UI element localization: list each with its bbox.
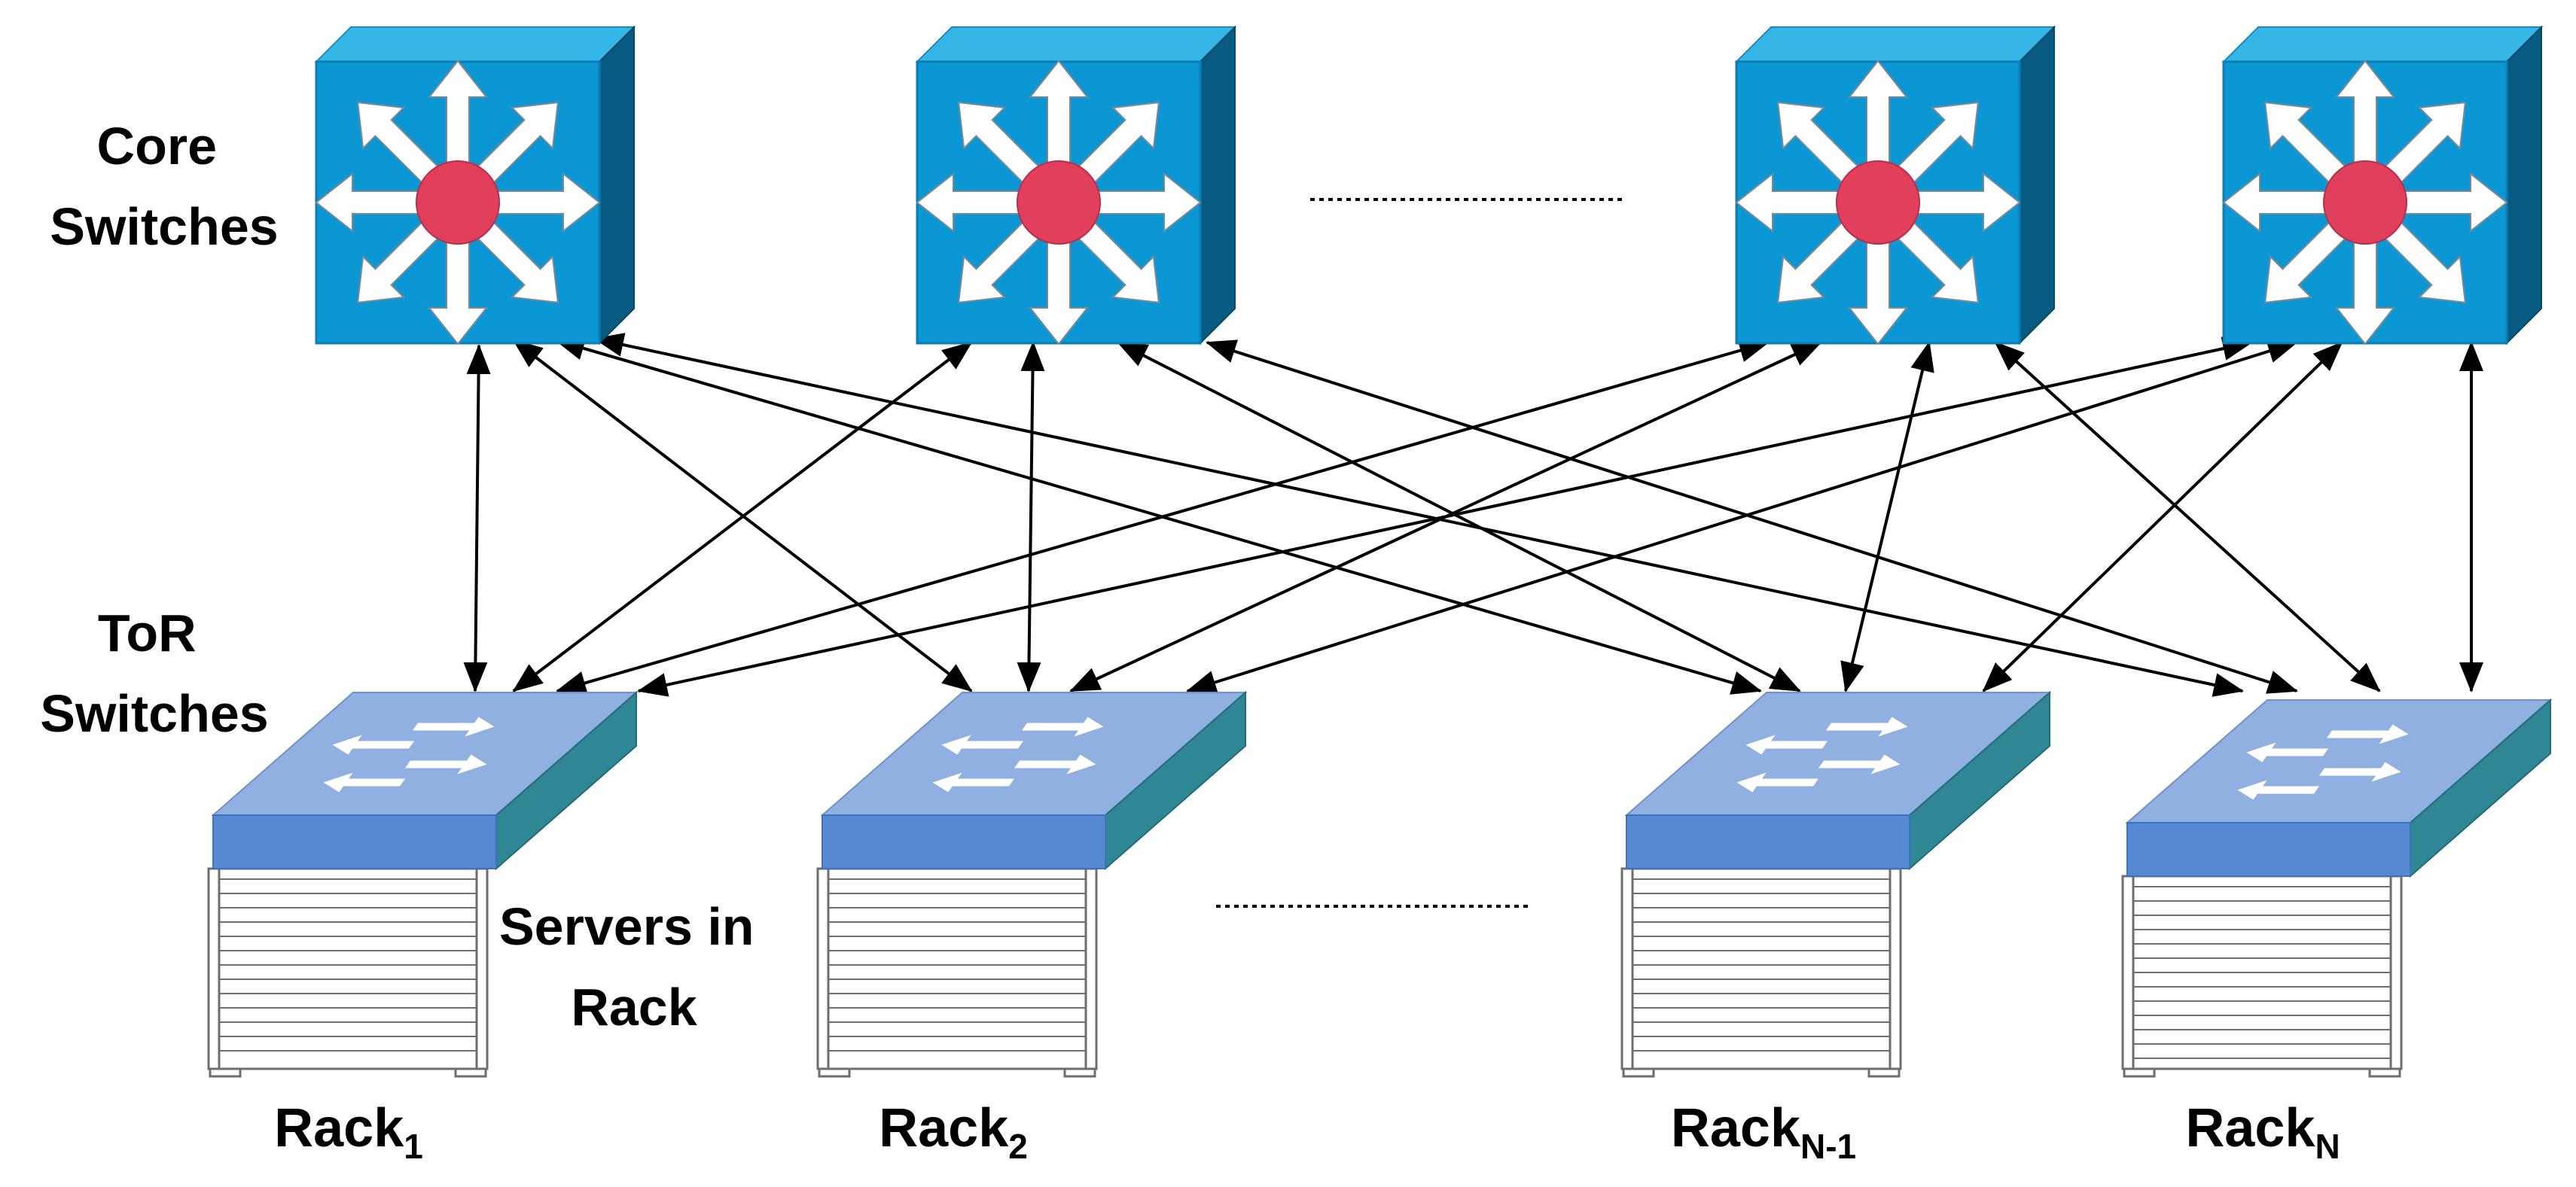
tor-switches-label: ToR Switches <box>40 604 268 743</box>
server-rack-icon <box>2121 875 2403 1078</box>
server-rack-icon <box>1620 867 1902 1078</box>
link-core4-tor3 <box>1982 341 2343 692</box>
link-core2-tor2 <box>1017 341 1045 692</box>
core-switch-2 <box>915 25 1237 345</box>
workgroup-switch-icon <box>2237 724 2409 800</box>
rack-label-n-1: RackN-1 <box>1671 1098 1856 1166</box>
tor-switch-2 <box>816 690 1248 1078</box>
server-rack-icon <box>207 867 489 1078</box>
multilayer-switch-icon <box>916 59 1202 345</box>
tor-switch-3 <box>1620 690 2052 1078</box>
core-switches-label: Core Switches <box>50 117 278 256</box>
link-core1-tor1 <box>463 344 491 692</box>
link-core3-tor4 <box>1994 341 2381 692</box>
workgroup-switch-icon <box>1736 717 1908 793</box>
server-rack-icon <box>816 867 1098 1078</box>
links-layer <box>463 333 2483 697</box>
rack-label-1: Rack1 <box>274 1098 423 1166</box>
core-switch-3 <box>1734 25 2056 345</box>
link-core3-tor3 <box>1840 341 1934 692</box>
core-switch-1 <box>314 25 636 345</box>
tor-switch-1 <box>207 690 639 1078</box>
multilayer-switch-icon <box>2222 59 2508 345</box>
tor-switches-group <box>207 690 2553 1078</box>
link-core1-tor4 <box>593 333 2244 697</box>
core-switches-group <box>314 25 2544 345</box>
multilayer-switch-icon <box>315 59 601 345</box>
link-core2-tor3 <box>1117 341 1801 692</box>
link-core4-tor1 <box>637 336 2253 697</box>
rack-label-n: RackN <box>2185 1098 2340 1166</box>
rack-label-2: Rack2 <box>879 1098 1028 1166</box>
workgroup-switch-icon <box>323 717 495 793</box>
multilayer-switch-icon <box>1735 59 2021 345</box>
workgroup-switch-icon <box>932 717 1104 793</box>
servers-in-rack-label: Servers in Rack <box>499 897 769 1036</box>
core-switch-4 <box>2221 25 2544 345</box>
tor-switch-4 <box>2121 698 2553 1078</box>
